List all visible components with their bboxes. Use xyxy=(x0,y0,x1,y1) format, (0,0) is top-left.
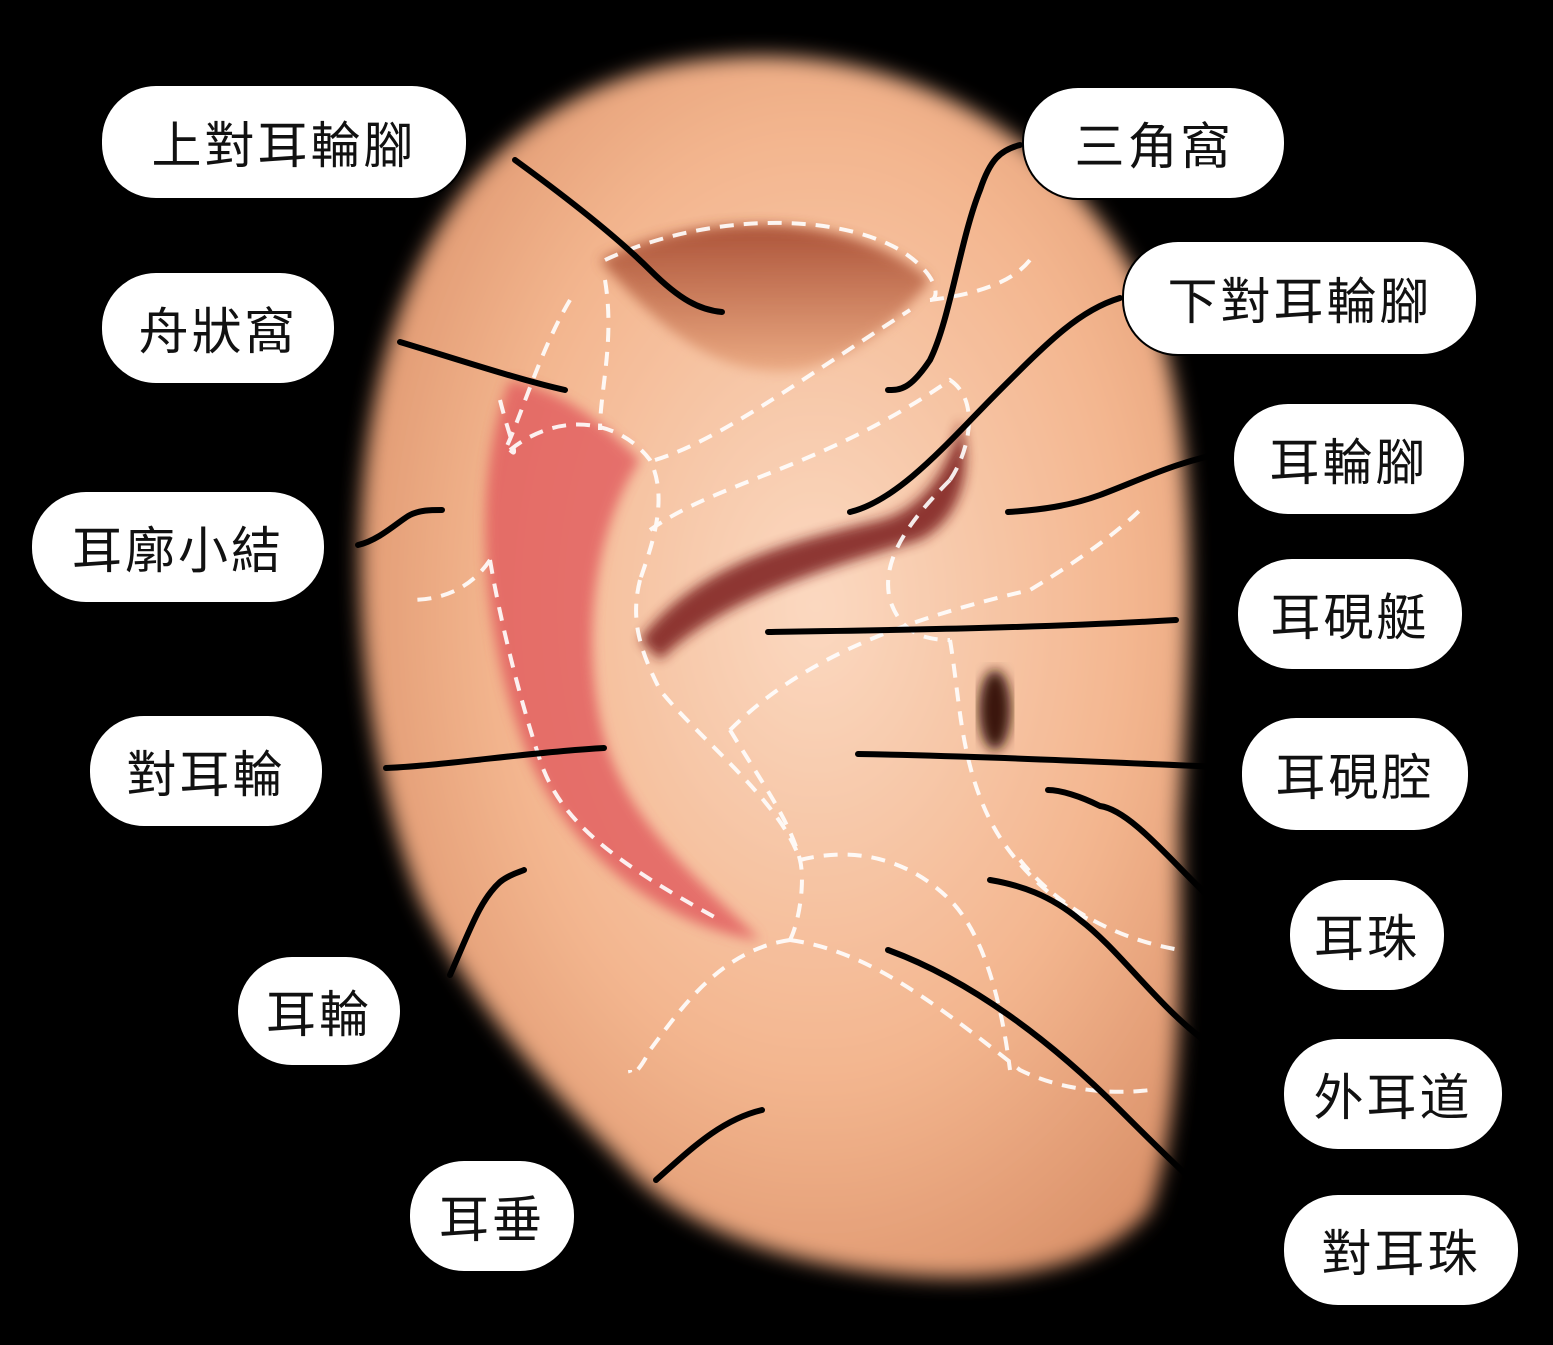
leader-cavum-conchae xyxy=(855,751,1247,771)
ear-shape xyxy=(360,55,1189,1278)
label-cavum-conchae: 耳硯腔 xyxy=(1240,716,1470,832)
label-scaphoid-fossa: 舟狀窩 xyxy=(100,271,336,385)
leader-antitragus xyxy=(885,947,1253,1235)
leader-helix xyxy=(447,867,527,978)
label-antitragus: 對耳珠 xyxy=(1282,1193,1520,1307)
label-external-meatus: 外耳道 xyxy=(1282,1037,1504,1151)
leader-superior-antihelix-crus xyxy=(512,157,725,315)
leader-antihelix xyxy=(383,745,607,771)
leader-helix-tubercle xyxy=(355,507,445,548)
leader-helix-crus xyxy=(1005,449,1233,515)
scaphoid-fossa-shading xyxy=(600,224,930,372)
label-helix: 耳輪 xyxy=(236,955,402,1067)
label-superior-antihelix-crus: 上對耳輪腳 xyxy=(100,84,468,200)
leader-external-meatus xyxy=(987,877,1215,1049)
label-cymba-conchae: 耳硯艇 xyxy=(1236,557,1464,671)
leader-tragus xyxy=(1045,787,1213,901)
leader-cymba-conchae xyxy=(765,617,1179,635)
zone-outlines xyxy=(409,220,1181,1094)
leader-earlobe xyxy=(653,1107,765,1183)
leader-triangular-fossa xyxy=(885,142,1023,393)
leader-inferior-antihelix-crus xyxy=(847,295,1123,515)
label-helix-crus: 耳輪腳 xyxy=(1232,402,1466,516)
leader-lines xyxy=(355,142,1253,1235)
label-inferior-antihelix-crus: 下對耳輪腳 xyxy=(1122,240,1478,356)
label-antihelix: 對耳輪 xyxy=(88,714,324,828)
leader-scaphoid-fossa xyxy=(397,339,568,393)
label-triangular-fossa: 三角窩 xyxy=(1022,86,1286,200)
antihelix-shading xyxy=(485,380,760,940)
ear-canal-shading xyxy=(979,670,1011,750)
concha-groove-shading xyxy=(640,420,966,660)
label-tragus: 耳珠 xyxy=(1288,878,1446,992)
label-helix-tubercle: 耳廓小結 xyxy=(30,490,326,604)
label-earlobe: 耳垂 xyxy=(408,1159,576,1273)
